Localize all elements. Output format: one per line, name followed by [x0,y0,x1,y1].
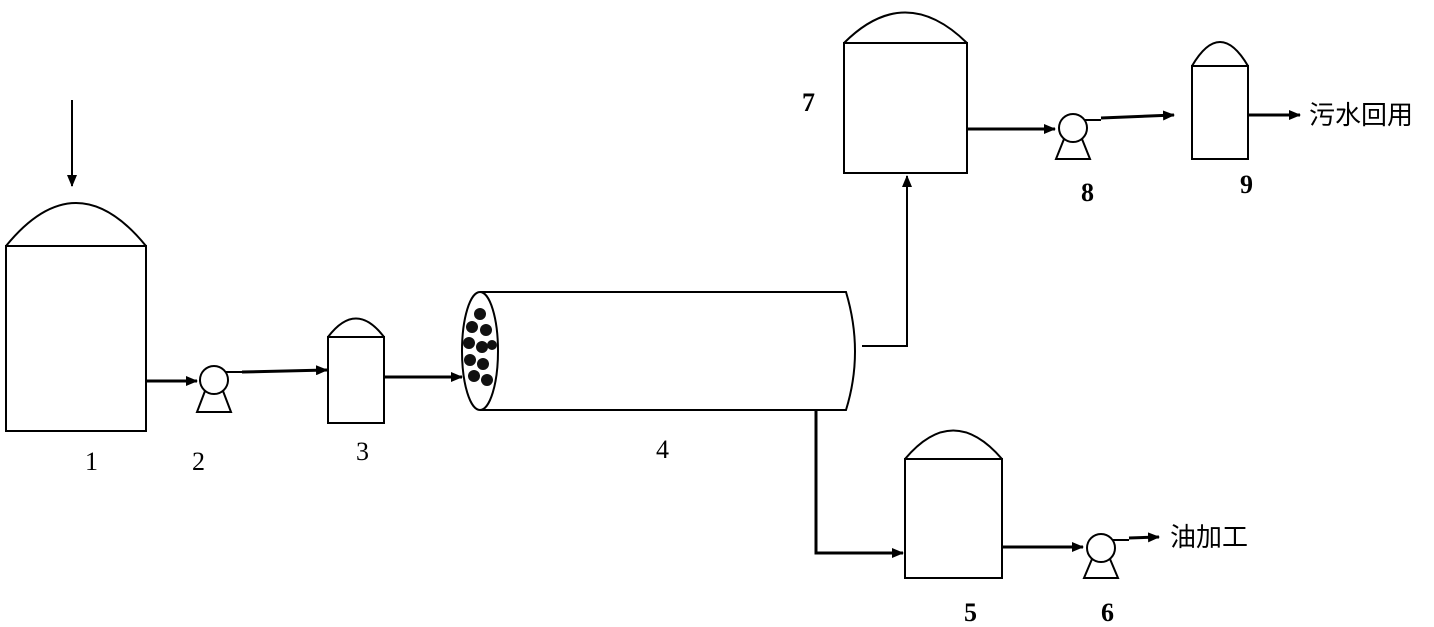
label-5: 5 [964,598,977,627]
vessel-9 [1191,41,1249,160]
pipe-2-3 [241,365,328,376]
pump-2 [195,365,242,413]
pipe-4-7 [862,175,912,347]
tank-5 [904,429,1003,579]
pump-6 [1082,533,1129,579]
outlet-oil-arrow [1128,532,1160,543]
label-8: 8 [1081,178,1094,207]
tank-7 [843,11,968,174]
label-9: 9 [1240,170,1253,199]
label-3: 3 [356,437,369,466]
pipe-8-9 [1100,110,1175,121]
label-6: 6 [1101,598,1114,627]
vessel-3 [327,317,385,424]
output-label-oil: 油加工 [1170,523,1249,553]
label-1: 1 [85,447,98,476]
label-2: 2 [192,447,205,476]
feed-tank-1 [5,202,147,432]
membrane-module-4 [461,291,856,411]
pipe-4-5 [814,410,904,558]
label-7: 7 [802,88,815,117]
label-4: 4 [656,435,669,464]
output-label-reuse: 污水回用 [1309,101,1414,131]
pump-8 [1054,113,1101,160]
